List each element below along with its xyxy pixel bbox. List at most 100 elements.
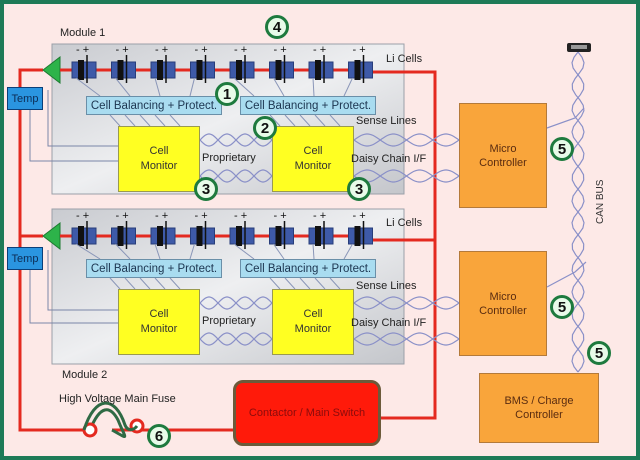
callout-badge-3: 3 [194, 177, 218, 201]
cell-negative-plate [315, 226, 321, 246]
cell-monitor: Cell Monitor [118, 289, 200, 355]
callout-badge-5: 5 [550, 295, 574, 319]
can-stub [546, 107, 585, 129]
balancing-wire [139, 114, 151, 127]
balancing-wire [109, 277, 121, 290]
cell-negative-plate [157, 60, 163, 80]
cell-balancing-box: Cell Balancing + Protect. [86, 259, 222, 278]
balancing-wire [169, 277, 181, 290]
temp-sense-wire [29, 110, 118, 162]
cell-negative-plate [354, 226, 361, 246]
cell-polarity-label: - + [313, 210, 326, 222]
cell-polarity-label: - + [116, 44, 129, 56]
contactor-main-switch: Contactor / Main Switch [233, 380, 381, 446]
sense-lines-label: Sense Lines [356, 280, 417, 292]
cell-polarity-label: - + [353, 210, 366, 222]
balancing-wire [154, 114, 166, 127]
cell-polarity-label: - + [76, 210, 89, 222]
micro-controller: Micro Controller [459, 103, 547, 208]
cell-negative-plate [275, 60, 282, 80]
daisy-chain-link [353, 133, 460, 147]
proprietary-link [199, 296, 273, 310]
balancing-wire [269, 277, 281, 290]
callout-badge-1: 1 [215, 82, 239, 106]
cell-monitor: Cell Monitor [272, 126, 354, 192]
daisy-chain-link [353, 332, 460, 346]
proprietary-link [199, 169, 273, 183]
balancing-wire [284, 114, 296, 127]
cell-polarity-label: - + [274, 210, 287, 222]
cell-monitor: Cell Monitor [118, 126, 200, 192]
callout-badge-5: 5 [550, 137, 574, 161]
temp-sensor-box: Temp [7, 87, 43, 110]
callout-badge-4: 4 [265, 15, 289, 39]
sense-tap-wire [312, 77, 315, 97]
fuse-element [88, 408, 127, 439]
callout-badge-6: 6 [147, 424, 171, 448]
can-bus-label: CAN BUS [595, 179, 606, 224]
sense-tap-wire [75, 77, 101, 97]
fuse-label: High Voltage Main Fuse [59, 393, 176, 405]
balancing-wire [329, 277, 341, 290]
cell-negative-plate [78, 226, 84, 246]
daisy-chain-label: Daisy Chain I/F [351, 153, 427, 165]
twisted-pair-links [199, 43, 591, 373]
cell-polarity-label: - + [195, 210, 208, 222]
can-bus-link [571, 51, 585, 373]
cell-negative-plate [354, 60, 361, 80]
cell-balancing-box: Cell Balancing + Protect. [240, 96, 376, 115]
temp-sense-wire [47, 250, 118, 311]
cell-negative-plate [117, 60, 124, 80]
balancing-wire [124, 114, 136, 127]
sense-tap-wire [154, 77, 161, 97]
cell-strings: - +- +- +- +- +- +- +- +- +- +- +- +- +-… [42, 44, 373, 290]
cell-polarity-label: - + [116, 210, 129, 222]
cell-balancing-box: Cell Balancing + Protect. [240, 259, 376, 278]
cell-polarity-label: - + [353, 44, 366, 56]
cell-negative-plate [275, 226, 282, 246]
module-2-label: Module 2 [62, 369, 108, 381]
sense-tap-wire [343, 77, 353, 97]
cell-negative-plate [236, 226, 242, 246]
cell-negative-plate [117, 226, 124, 246]
balancing-wire [169, 114, 181, 127]
sense-tap-wire [312, 243, 315, 260]
sense-tap-wire [273, 77, 285, 97]
cell-polarity-label: - + [234, 210, 247, 222]
daisy-chain-link [353, 169, 460, 183]
balancing-wire [124, 277, 136, 290]
proprietary-link [199, 332, 273, 346]
power-line [381, 240, 437, 420]
cell-negative-plate [315, 60, 321, 80]
cell-polarity-label: - + [313, 44, 326, 56]
sense-tap-wire [115, 77, 131, 97]
temp-sensor-box: Temp [7, 247, 43, 270]
module-1-label: Module 1 [60, 27, 106, 39]
li-cells-label: Li Cells [386, 53, 423, 65]
daisy-chain-label: Daisy Chain I/F [351, 317, 427, 329]
balancing-wire [299, 114, 311, 127]
cell-polarity-label: - + [155, 210, 168, 222]
sense-tap-wire [189, 77, 195, 97]
balancing-wire [109, 114, 121, 127]
cell-balancing-box: Cell Balancing + Protect. [86, 96, 222, 115]
balancing-wire [329, 114, 341, 127]
sense-tap-wire [273, 243, 285, 260]
balancing-wire [314, 277, 326, 290]
proprietary-link [199, 133, 273, 147]
sense-tap-wire [115, 243, 131, 260]
balancing-wire [299, 277, 311, 290]
sense-tap-wire [189, 243, 195, 260]
balancing-wire [139, 277, 151, 290]
callout-badge-3: 3 [347, 177, 371, 201]
sense-lines-label: Sense Lines [356, 115, 417, 127]
cell-negative-plate [78, 60, 84, 80]
power-line [362, 70, 437, 242]
can-terminator-icon [571, 45, 587, 49]
balancing-wire [314, 114, 326, 127]
cell-negative-plate [157, 226, 163, 246]
cell-polarity-label: - + [195, 44, 208, 56]
sense-tap-wire [154, 243, 161, 260]
sense-tap-wire [233, 77, 255, 97]
